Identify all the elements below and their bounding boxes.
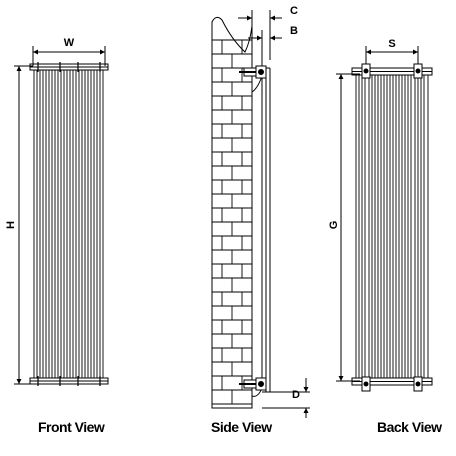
dim-d-label: D: [292, 389, 300, 401]
front-tubes: [33, 70, 104, 378]
dim-s-label: S: [388, 38, 395, 50]
back-view-caption: Back View: [377, 419, 442, 435]
back-brackets: [361, 63, 423, 392]
width-label: W: [64, 37, 75, 49]
front-view-caption: Front View: [38, 419, 105, 435]
front-view: W H: [5, 37, 109, 386]
brick-wall: [211, 16, 253, 409]
back-tubes: [355, 75, 429, 378]
dim-c-label: C: [290, 5, 298, 17]
dim-b-label: B: [290, 25, 298, 37]
side-view-caption: Side View: [211, 419, 272, 435]
side-radiator: [239, 65, 271, 397]
side-view: C B D: [211, 5, 310, 418]
back-view: S G: [328, 38, 433, 392]
dim-g-label: G: [328, 221, 340, 230]
height-label: H: [5, 221, 17, 229]
